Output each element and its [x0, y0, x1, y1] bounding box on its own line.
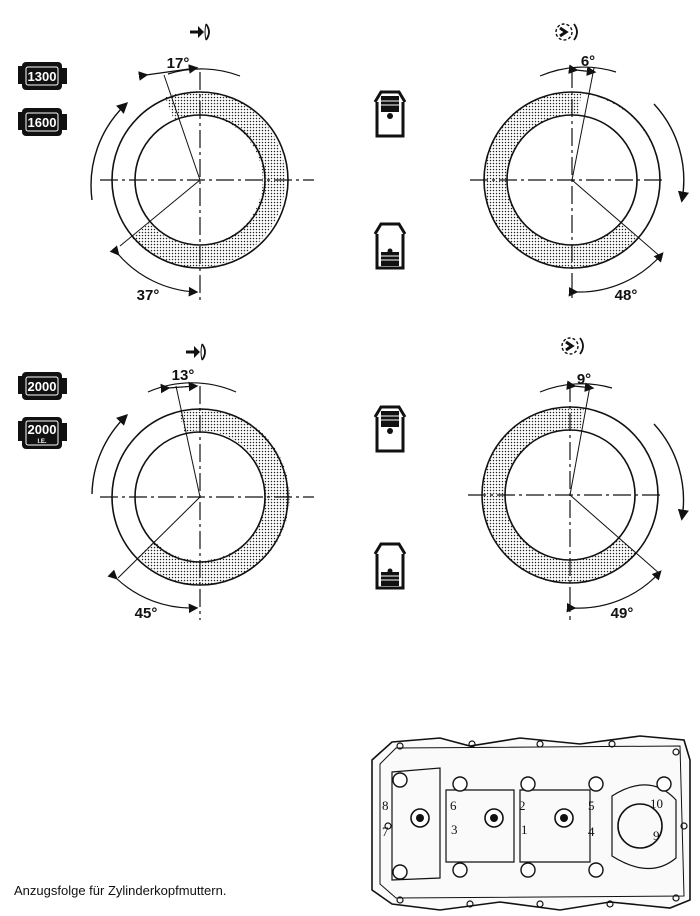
- piston-tdc-icon: [373, 405, 407, 453]
- nut-number: 1: [521, 822, 528, 837]
- nut-number: 10: [650, 796, 663, 811]
- nut-number: 8: [382, 798, 389, 813]
- nut-number: 9: [653, 828, 660, 843]
- nut-number: 3: [451, 822, 458, 837]
- exhaust-close-angle: 6°: [581, 53, 595, 70]
- intake-valve-icon: [186, 343, 206, 361]
- engine-badge-1300: 1300: [18, 62, 67, 90]
- svg-text:1600: 1600: [28, 115, 57, 130]
- svg-text:2000: 2000: [28, 379, 57, 394]
- intake-close-angle: 37°: [137, 287, 160, 304]
- intake-open-angle: 17°: [167, 55, 190, 72]
- exhaust-timing-diagram-2000: 9° 49°: [468, 337, 689, 622]
- intake-open-angle: 13°: [172, 367, 195, 384]
- nut-number: 2: [519, 798, 526, 813]
- piston-bdc-icon: [373, 222, 407, 270]
- cylinder-head-diagram: 1 2 3 4 5 6 7 8 9 10: [371, 735, 691, 911]
- svg-text:I.E.: I.E.: [37, 439, 46, 445]
- intake-timing-diagram-1300-1600: 17° 37°: [90, 23, 314, 304]
- intake-duration-ring: [137, 408, 290, 585]
- nut-number: 5: [588, 798, 595, 813]
- engine-badge-2000-ie: 2000 I.E.: [18, 417, 67, 449]
- piston-tdc-icon: [373, 90, 407, 138]
- engine-badge-2000: 2000: [18, 372, 67, 400]
- exhaust-timing-diagram-1300-1600: 6° 48°: [470, 23, 690, 304]
- intake-timing-diagram-2000: 13° 45°: [91, 343, 314, 622]
- piston-bdc-icon: [373, 542, 407, 590]
- exhaust-close-angle: 9°: [577, 371, 591, 388]
- exhaust-open-angle: 48°: [615, 287, 638, 304]
- intake-valve-icon: [190, 23, 210, 41]
- nut-number: 7: [382, 824, 389, 839]
- exhaust-valve-icon: [561, 337, 584, 355]
- exhaust-valve-icon: [555, 23, 578, 41]
- diagram-caption: Anzugsfolge für Zylinderkopfmuttern.: [14, 883, 227, 898]
- svg-text:1300: 1300: [28, 69, 57, 84]
- svg-text:2000: 2000: [28, 422, 57, 437]
- exhaust-open-angle: 49°: [611, 605, 634, 622]
- nut-number: 6: [450, 798, 457, 813]
- engine-badge-1600: 1600: [18, 108, 67, 136]
- nut-number: 4: [588, 824, 595, 839]
- intake-close-angle: 45°: [135, 605, 158, 622]
